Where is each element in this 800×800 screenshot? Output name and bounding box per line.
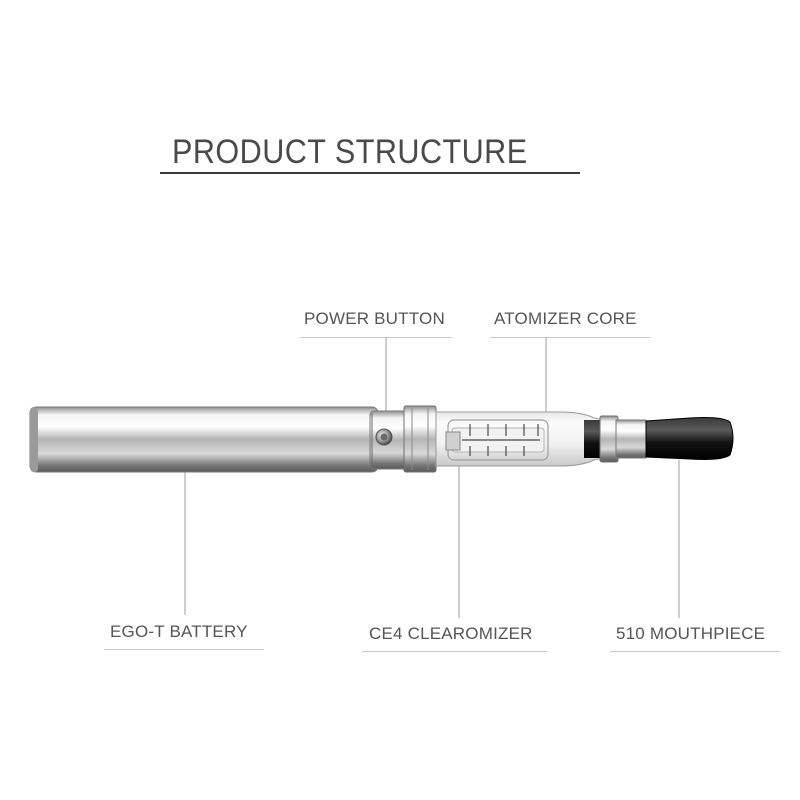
mouthpiece-ring <box>584 415 647 463</box>
label-510-mouthpiece: 510 MOUTHPIECE <box>616 624 766 643</box>
label-rule-mouthpiece <box>610 651 780 652</box>
label-atomizer-core: ATOMIZER CORE <box>494 309 637 328</box>
label-power-button: POWER BUTTON <box>304 309 445 328</box>
diagram-title: PRODUCT STRUCTURE <box>172 133 528 171</box>
label-ego-t-battery: EGO-T BATTERY <box>110 622 248 641</box>
title-underline <box>160 172 580 174</box>
battery-body <box>29 406 379 473</box>
label-rule-battery <box>104 649 264 650</box>
leader-lines <box>184 338 680 618</box>
battery-neck <box>369 410 409 470</box>
label-ce4-clearomizer: CE4 CLEAROMIZER <box>369 624 533 643</box>
clearomizer-tank <box>435 411 605 467</box>
mouthpiece-tip <box>645 417 734 460</box>
connector-ring <box>403 405 437 473</box>
label-rule-atomizer-core <box>490 337 650 338</box>
label-rule-clearomizer <box>362 651 547 652</box>
label-rule-power-button <box>300 337 452 338</box>
